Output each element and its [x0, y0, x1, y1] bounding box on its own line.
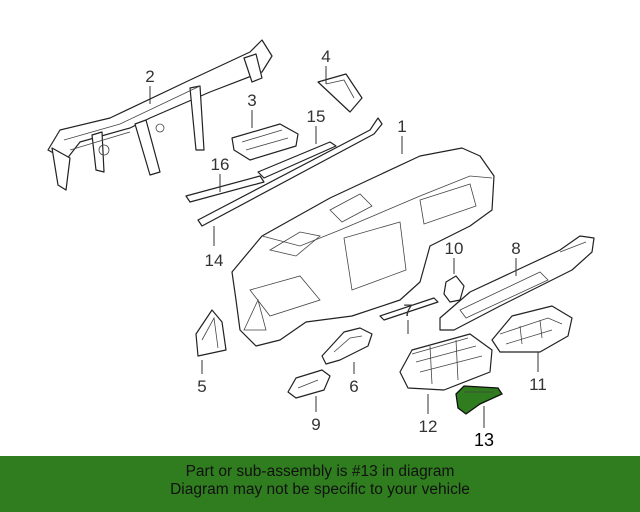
callout-1: 1	[397, 117, 406, 136]
part-8-trim-panel	[439, 235, 595, 331]
part-9-handle	[287, 369, 331, 399]
callout-2: 2	[145, 67, 154, 86]
part-12-glove-box	[399, 333, 493, 391]
part-6-handle-trim	[321, 327, 373, 365]
callout-10: 10	[445, 239, 464, 258]
callout-7: 7	[403, 301, 412, 320]
banner-line-part-number: Part or sub-assembly is #13 in diagram	[185, 463, 455, 480]
callout-8: 8	[511, 239, 520, 258]
part-10-switch	[443, 275, 465, 303]
callout-4: 4	[321, 47, 330, 66]
part-16-strip	[185, 175, 265, 203]
callout-11: 11	[529, 375, 547, 394]
callout-12: 12	[419, 417, 438, 436]
callout-13: 13	[474, 430, 494, 450]
callout-5: 5	[197, 377, 206, 396]
part-14-long-trim	[197, 117, 383, 227]
callout-3: 3	[247, 91, 256, 110]
part-2-cross-beam	[47, 39, 273, 191]
callout-14: 14	[205, 251, 224, 270]
part-5-side-cover	[195, 309, 227, 357]
info-banner: Part or sub-assembly is #13 in diagram D…	[0, 456, 640, 512]
banner-line-disclaimer: Diagram may not be specific to your vehi…	[170, 481, 470, 498]
part-7-strip	[379, 297, 439, 321]
part-13-highlighted	[455, 385, 503, 415]
parts-diagram: 1 2 3 4 5 6 7 8 9 10 11 12 13 14 15 16	[47, 39, 595, 450]
callout-9: 9	[311, 415, 320, 434]
callout-15: 15	[307, 107, 326, 126]
part-1-instrument-panel	[231, 147, 495, 347]
callout-numbers: 1 2 3 4 5 6 7 8 9 10 11 12 13 14 15 16	[145, 47, 547, 450]
part-11-housing	[491, 305, 573, 353]
parts-diagram-svg: 1 2 3 4 5 6 7 8 9 10 11 12 13 14 15 16	[47, 39, 595, 450]
callout-6: 6	[349, 377, 358, 396]
callout-lines	[149, 66, 539, 428]
callout-16: 16	[211, 155, 230, 174]
part-3-bracket	[231, 123, 299, 161]
part-15-strip	[257, 141, 337, 179]
part-4-trim	[317, 73, 363, 113]
